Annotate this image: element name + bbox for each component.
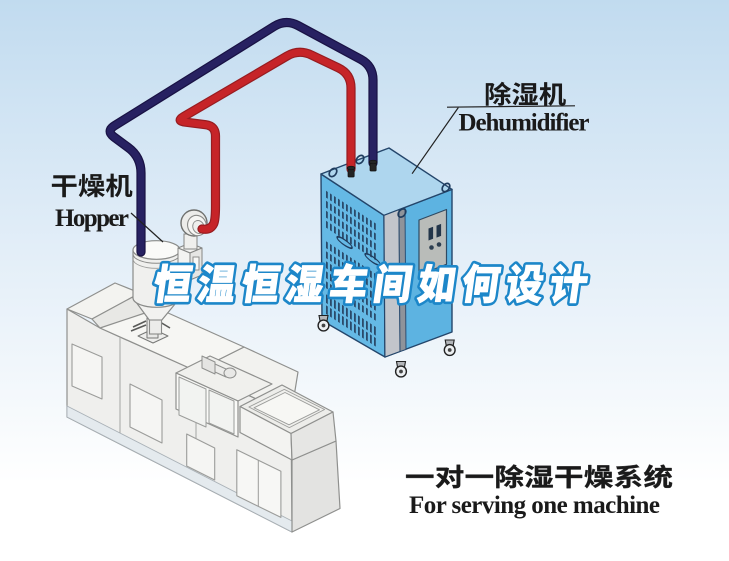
svg-text:Dehumidifier: Dehumidifier	[459, 110, 590, 137]
svg-text:For serving one machine: For serving one machine	[409, 492, 660, 519]
svg-text:Hopper: Hopper	[55, 205, 129, 232]
